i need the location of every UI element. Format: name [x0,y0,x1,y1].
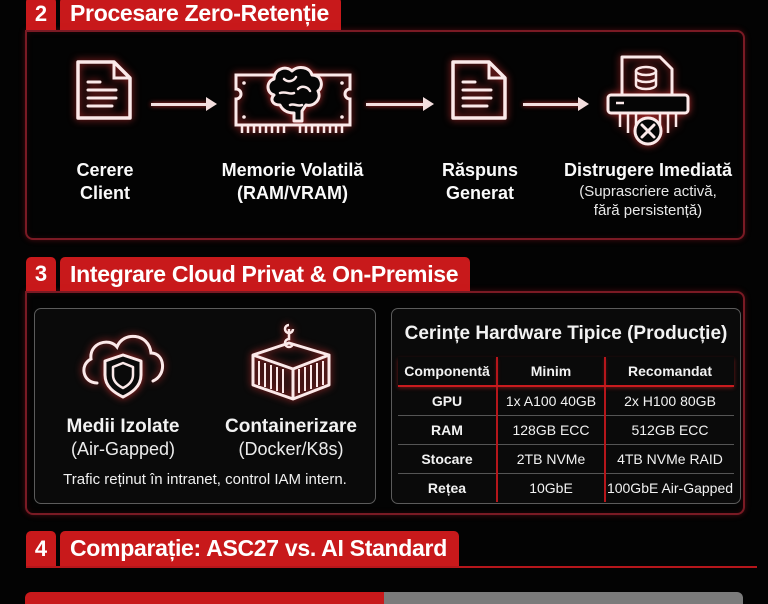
table-cell: 128GB ECC [496,415,605,445]
table-cell: Stocare [398,444,497,474]
table-cell: GPU [431,393,463,409]
column-header: Componentă [398,357,497,387]
section-3-frame [25,291,745,515]
asc27-column-tab [25,592,384,604]
document-icon [76,60,132,120]
table-row: GPU 1x A100 40GB 2x H100 80GB [398,386,734,416]
cloud-shield-icon [82,335,164,399]
section-2-frame [25,30,745,240]
section-4-divider [26,566,757,568]
hardware-card: Cerințe Hardware Tipice (Producție) Comp… [391,308,741,504]
section-title: Procesare Zero-Retenție [60,0,341,30]
section-2-header: 2 Procesare Zero-Retenție [26,0,341,30]
standard-ai-column-tab [384,592,743,604]
shredder-icon [606,55,690,146]
table-cell: 2x H100 80GB [604,386,734,416]
table-cell: 10GbE [496,473,605,502]
section-number: 3 [26,257,56,291]
section-title: Comparație: ASC27 vs. AI Standard [60,531,459,566]
arrow-icon [151,97,217,111]
section-title: Integrare Cloud Privat & On-Premise [60,257,471,291]
step-label: Client [79,183,130,203]
step-sub-label: (Suprascriere activă, [579,183,717,200]
flow-step-client-request: Cerere Client [50,58,160,205]
flow-step-volatile-memory: Memorie Volatilă (RAM/VRAM) [205,55,380,205]
table-row: Stocare 2TB NVMe 4TB NVMe RAID [398,444,734,474]
hardware-table: Componentă Minim Recomandat GPU 1x A100 … [398,357,734,502]
section-3-header: 3 Integrare Cloud Privat & On-Premise [26,257,471,291]
step-label: Cerere [76,160,134,180]
brain-memory-icon [234,66,351,133]
step-sub-label: (RAM/VRAM) [237,183,348,203]
item-label: Medii Izolate [66,416,180,437]
column-header: Minim [496,357,605,387]
step-label: Memorie Volatilă [221,160,364,180]
table-cell: 4TB NVMe RAID [604,444,734,474]
containerization: Containerizare (Docker/K8s) [211,323,371,460]
table-cell: Rețea [398,473,497,502]
step-sub-label: fără persistență) [593,202,703,219]
arrow-icon [366,97,434,111]
section-number: 4 [26,531,56,566]
table-cell: 2TB NVMe [496,444,605,474]
step-label: Distrugere Imediată [563,160,733,180]
table-row: RAM 128GB ECC 512GB ECC [398,415,734,445]
step-label: Răspuns [441,160,519,180]
arrow-icon [523,97,589,111]
table-cell: 1x A100 40GB [496,386,605,416]
table-cell: 100GbE Air-Gapped [604,473,734,502]
step-label: Generat [445,183,515,203]
isolated-environments: Medii Izolate (Air-Gapped) [43,325,203,460]
hardware-title: Cerințe Hardware Tipice (Producție) [404,323,728,344]
table-row: Rețea 10GbE 100GbE Air-Gapped [398,473,734,502]
table-cell: RAM [398,415,497,445]
flow-step-generated-response: Răspuns Generat [425,58,535,205]
intranet-note: Trafic reținut în intranet, control IAM … [63,471,347,488]
container-icon [251,323,331,401]
table-cell: 512GB ECC [604,415,734,445]
section-number: 2 [26,0,56,30]
comparison-header-bar [25,592,743,604]
item-sub-label: (Docker/K8s) [238,439,344,459]
section-4-header: 4 Comparație: ASC27 vs. AI Standard [26,531,459,566]
column-header: Recomandat [604,357,734,387]
document-icon [451,60,507,120]
flow-step-immediate-destruction: Distrugere Imediată (Suprascriere activă… [558,55,738,220]
item-label: Containerizare [225,416,357,437]
isolation-card: Medii Izolate (Air-Gapped) Containerizar… [34,308,376,504]
item-sub-label: (Air-Gapped) [70,439,176,459]
